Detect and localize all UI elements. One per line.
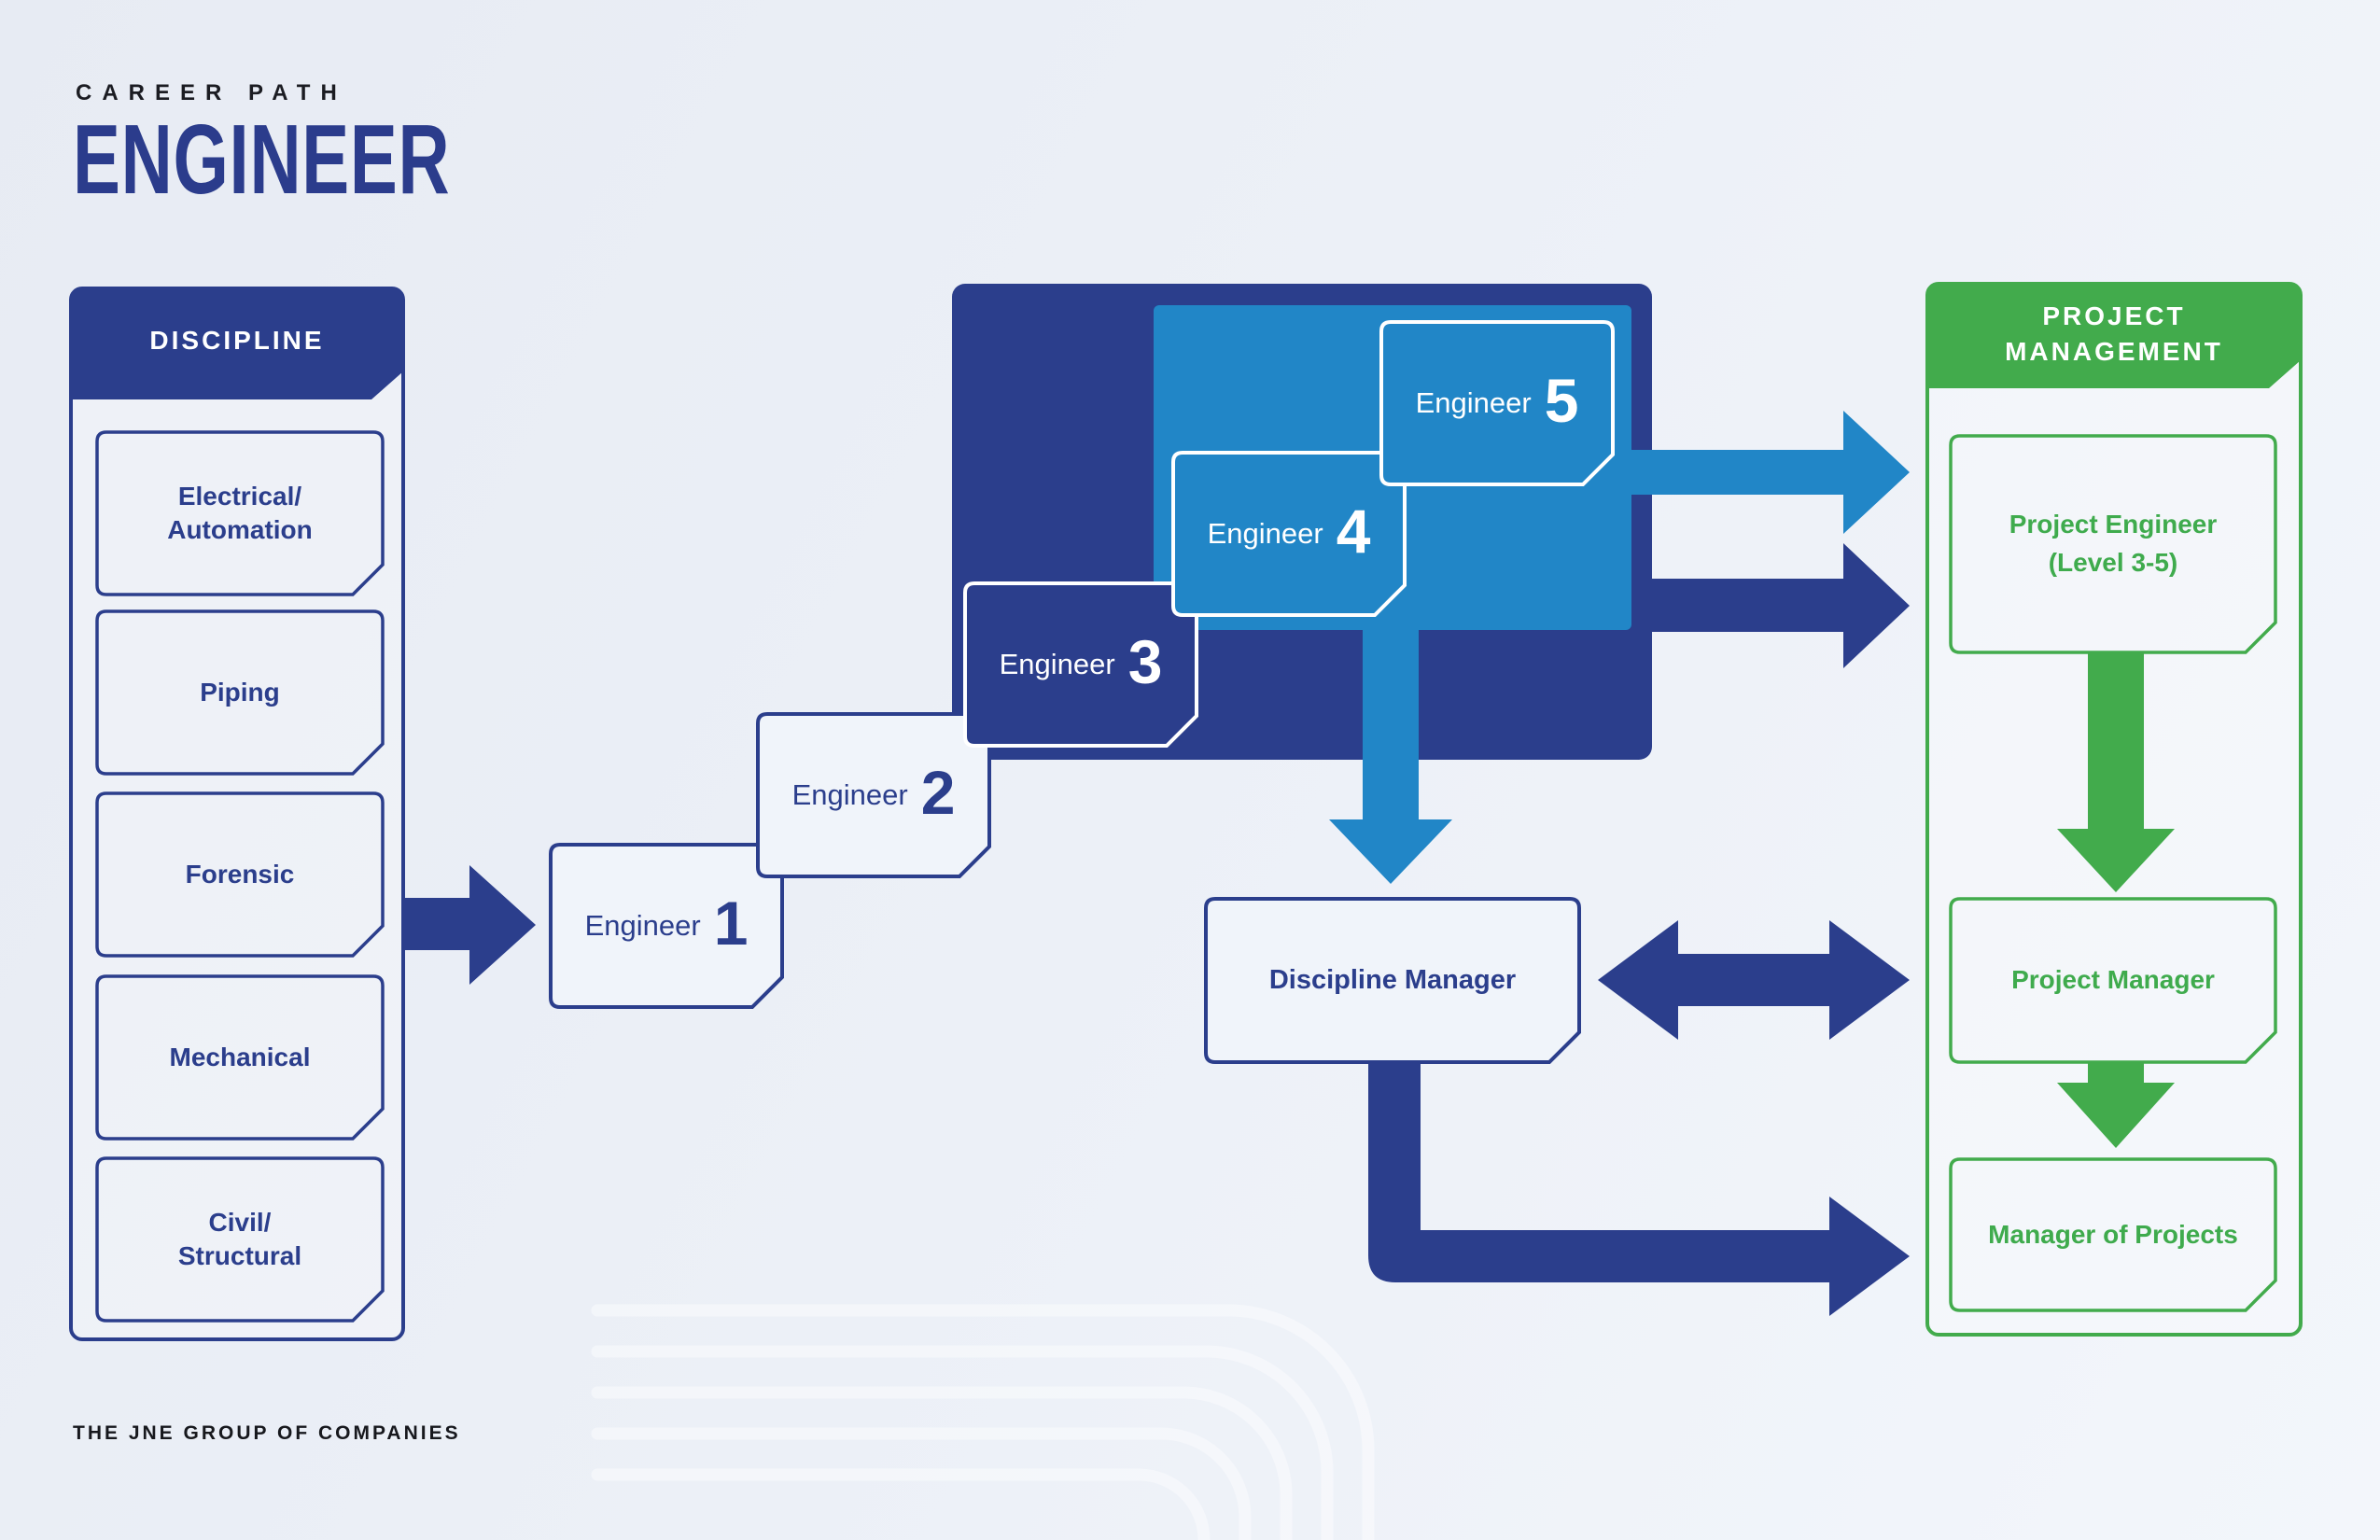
arrow-project-manager-to-manager-of-projects: [2057, 1062, 2175, 1148]
project-management-header-band: [1927, 284, 2301, 388]
project-manager-box: [1949, 897, 2277, 1064]
discipline-header-band: [71, 288, 403, 399]
arrow-discipline-manager-project-manager: [1598, 920, 1910, 1040]
manager-of-projects-box: [1949, 1157, 2277, 1312]
arrow-discipline-to-engineer1: [403, 865, 536, 985]
arrow-engineer4-to-discipline-manager: [1329, 597, 1452, 884]
engineer-1-box: [549, 843, 784, 1009]
engineer-2-box: [756, 712, 991, 878]
arrow-discipline-manager-to-manager-of-projects: [1368, 1060, 1910, 1316]
discipline-item-box-forensic: [95, 791, 385, 958]
arrow-engineer5-to-project-engineer: [1619, 411, 1910, 534]
discipline-item-box-piping: [95, 609, 385, 776]
engineer-3-box: [963, 581, 1198, 748]
engineer-4-box: [1171, 451, 1407, 617]
discipline-item-box-electrical: [95, 430, 385, 596]
discipline-column: [69, 287, 405, 1341]
footer-company-name: THE JNE GROUP OF COMPANIES: [73, 1422, 461, 1444]
discipline-item-boxes: [95, 430, 385, 1323]
engineer-5-box: [1379, 320, 1615, 486]
arrow-engineer3-to-project-engineer: [1638, 543, 1910, 668]
arrow-project-engineer-to-project-manager: [2057, 652, 2175, 892]
project-management-boxes: [1949, 434, 2277, 1312]
discipline-manager-box: [1204, 897, 1581, 1064]
discipline-item-box-mechanical: [95, 974, 385, 1141]
discipline-item-box-civil: [95, 1156, 385, 1323]
page-title: ENGINEER: [73, 105, 451, 215]
project-engineer-box: [1949, 434, 2277, 654]
background-watermark: [591, 1304, 1375, 1540]
eyebrow-career-path: CAREER PATH: [76, 80, 347, 105]
